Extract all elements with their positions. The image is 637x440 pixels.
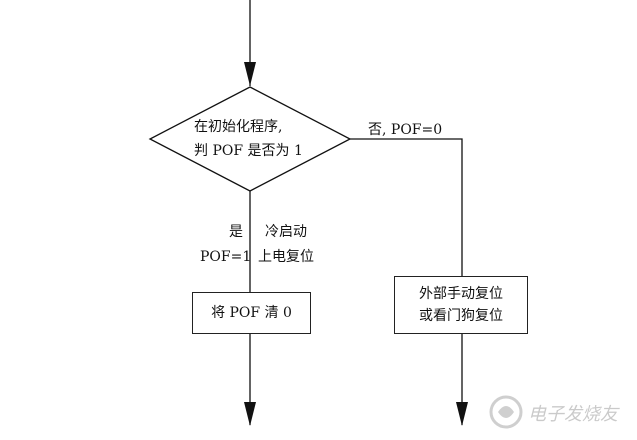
decision-diamond (148, 86, 352, 192)
reset-box-line-2: 或看门狗复位 (419, 308, 503, 324)
pof-value-label: POF=1 (200, 249, 252, 265)
yes-label: 是 (229, 224, 243, 240)
entry-arrowhead (244, 62, 256, 86)
reset-box-line-1: 外部手动复位 (419, 286, 503, 302)
no-branch-label: 否, POF=0 (368, 122, 443, 138)
decision-line-1: 在初始化程序, (194, 119, 283, 135)
watermark-logo-icon (489, 395, 523, 429)
cold-start-label: 冷启动 (265, 224, 307, 240)
no-branch-line (350, 138, 463, 276)
clear-exit-arrowhead (244, 402, 256, 426)
watermark: 电子发烧友 (488, 392, 628, 432)
decision-line-2: 判 POF 是否为 1 (194, 143, 303, 159)
reset-exit-arrowhead (456, 402, 468, 426)
reset-box: 外部手动复位 或看门狗复位 (394, 276, 528, 334)
power-on-reset-label: 上电复位 (258, 249, 314, 265)
clear-pof-text: 将 POF 清 0 (211, 305, 292, 321)
watermark-text: 电子发烧友 (528, 404, 618, 425)
clear-pof-box: 将 POF 清 0 (192, 292, 311, 334)
